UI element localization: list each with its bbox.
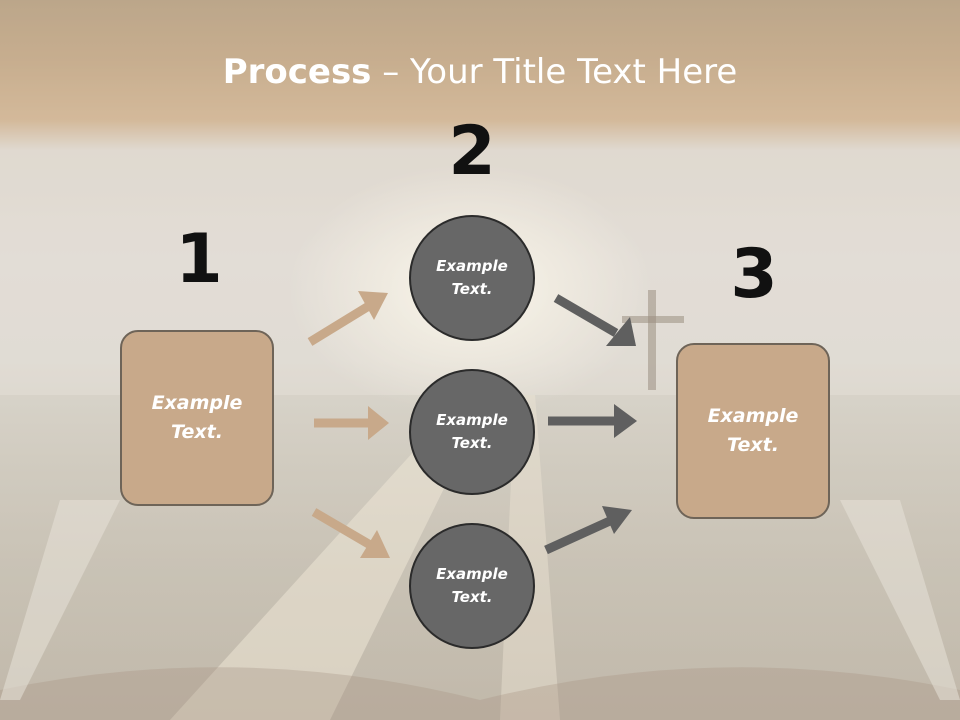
right-arrow-middle — [548, 404, 637, 438]
step-1-box[interactable]: Example Text. — [120, 330, 274, 506]
step-2-circle-middle[interactable]: Example Text. — [409, 369, 535, 495]
circle-middle-line1: Example — [436, 411, 508, 429]
slide-title: Process – Your Title Text Here — [0, 52, 960, 92]
left-arrow-down — [311, 508, 390, 558]
circle-middle-line2: Text. — [451, 434, 493, 452]
step-1-line1: Example — [151, 392, 243, 414]
step-number-2: 2 — [448, 112, 496, 191]
circle-top-line2: Text. — [451, 280, 493, 298]
step-number-1: 1 — [175, 220, 223, 299]
step-1-box-text: Example Text. — [152, 389, 243, 447]
step-3-line1: Example — [707, 405, 799, 427]
left-arrow-middle — [314, 406, 389, 440]
right-arrow-down — [553, 294, 636, 346]
step-2-circle-bottom[interactable]: Example Text. — [409, 523, 535, 649]
right-arrow-up — [544, 506, 632, 555]
step-3-box[interactable]: Example Text. — [676, 343, 830, 519]
circle-bottom-line2: Text. — [451, 588, 493, 606]
left-arrow-up — [307, 291, 388, 346]
title-bold: Process — [222, 52, 372, 92]
step-2-circle-top[interactable]: Example Text. — [409, 215, 535, 341]
circle-top-line1: Example — [436, 257, 508, 275]
step-1-line2: Text. — [171, 421, 223, 443]
title-rest: – Your Title Text Here — [371, 52, 738, 92]
step-3-box-text: Example Text. — [708, 402, 799, 460]
circle-bottom-line1: Example — [436, 565, 508, 583]
step-3-line2: Text. — [727, 434, 779, 456]
step-number-3: 3 — [730, 235, 778, 314]
